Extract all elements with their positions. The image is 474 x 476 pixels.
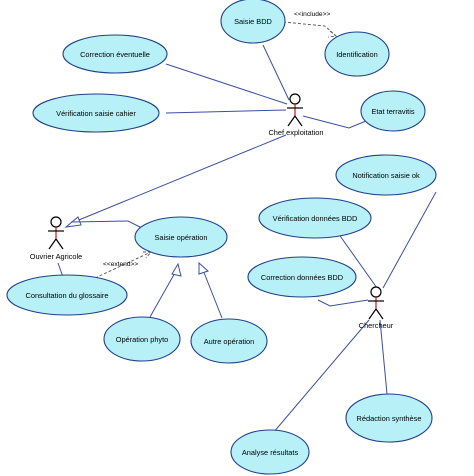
actor-chercheur[interactable]: Chercheur — [359, 286, 394, 330]
actor-label: Chercheur — [359, 321, 394, 330]
use-case-correction-eventuelle[interactable]: Correction éventuelle — [62, 34, 168, 74]
use-case-label: Saisie BDD — [234, 17, 272, 26]
actor-ouvrier-agricole[interactable]: Ouvrier Agricole — [30, 216, 83, 261]
use-case-saisie-bdd[interactable]: Saisie BDD — [220, 0, 286, 44]
extend-dependency — [94, 251, 152, 279]
use-case-label: Rédaction synthèse — [357, 414, 422, 423]
include-dependency — [282, 21, 337, 37]
stick-figure-icon — [287, 93, 303, 127]
association-chercheur-correction-donnees — [317, 299, 369, 307]
use-case-label: Correction éventuelle — [80, 50, 150, 59]
use-case-verification-saisie-cahier[interactable]: Vérification saisie cahier — [32, 93, 160, 133]
use-case-label: Identification — [336, 50, 378, 59]
generalization-arrowhead-autre — [198, 261, 209, 275]
generalization-autre-saisie — [202, 269, 223, 319]
use-case-label: Etat terravitis — [371, 107, 414, 116]
include-arrowhead — [327, 30, 338, 38]
stick-figure-icon — [368, 286, 384, 320]
use-case-consultation-glossaire[interactable]: Consultation du glossaire — [6, 274, 128, 316]
use-case-verification-donnees-bdd[interactable]: Vérification données BDD — [258, 197, 372, 239]
use-case-redaction-synthese[interactable]: Rédaction synthèse — [345, 393, 433, 443]
association-chef-etat-terravitis — [302, 115, 367, 129]
use-case-label: Vérification saisie cahier — [56, 109, 136, 118]
generalization-phyto-saisie — [149, 270, 177, 318]
use-case-label: Consultation du glossaire — [26, 291, 109, 300]
extend-stereotype-label: <<extend>> — [103, 261, 138, 268]
association-chercheur-notification — [382, 191, 437, 289]
use-case-saisie-operation[interactable]: Saisie opération — [134, 216, 228, 258]
use-case-operation-phyto[interactable]: Opération phyto — [103, 316, 181, 362]
use-case-notification-saisie-ok[interactable]: Notification saisie ok — [335, 154, 437, 196]
use-case-label: Vérification données BDD — [273, 214, 358, 223]
use-case-label: Autre opération — [204, 337, 255, 346]
use-case-identification[interactable]: Identification — [324, 31, 390, 77]
association-chef-correction-eventuelle — [165, 63, 288, 105]
association-chef-saisie-bdd — [262, 44, 290, 101]
association-chef-verification-saisie-cahier — [165, 109, 287, 114]
use-case-label: Opération phyto — [116, 335, 169, 344]
use-case-analyse-resultats[interactable]: Analyse résultats — [230, 429, 310, 475]
association-chercheur-analyse — [272, 319, 370, 434]
use-case-label: Correction données BDD — [261, 273, 343, 282]
include-stereotype-label: <<include>> — [294, 11, 330, 18]
actor-chef-exploitation[interactable]: Chef exploitation — [268, 93, 324, 137]
use-case-correction-donnees-bdd[interactable]: Correction données BDD — [247, 256, 357, 298]
stick-figure-icon — [48, 216, 64, 250]
generalization-ouvrier-chef — [73, 134, 287, 223]
use-case-label: Analyse résultats — [242, 448, 299, 457]
actor-label: Chef exploitation — [268, 128, 323, 137]
association-chercheur-verification-donnees — [337, 232, 378, 289]
use-case-label: Saisie opération — [154, 233, 207, 242]
use-case-etat-terravitis[interactable]: Etat terravitis — [360, 90, 426, 132]
association-chercheur-redaction — [379, 319, 388, 395]
actor-label: Ouvrier Agricole — [30, 252, 83, 261]
generalization-arrowhead-phyto — [171, 262, 182, 277]
use-case-label: Notification saisie ok — [352, 171, 420, 180]
use-case-autre-operation[interactable]: Autre opération — [190, 318, 268, 364]
